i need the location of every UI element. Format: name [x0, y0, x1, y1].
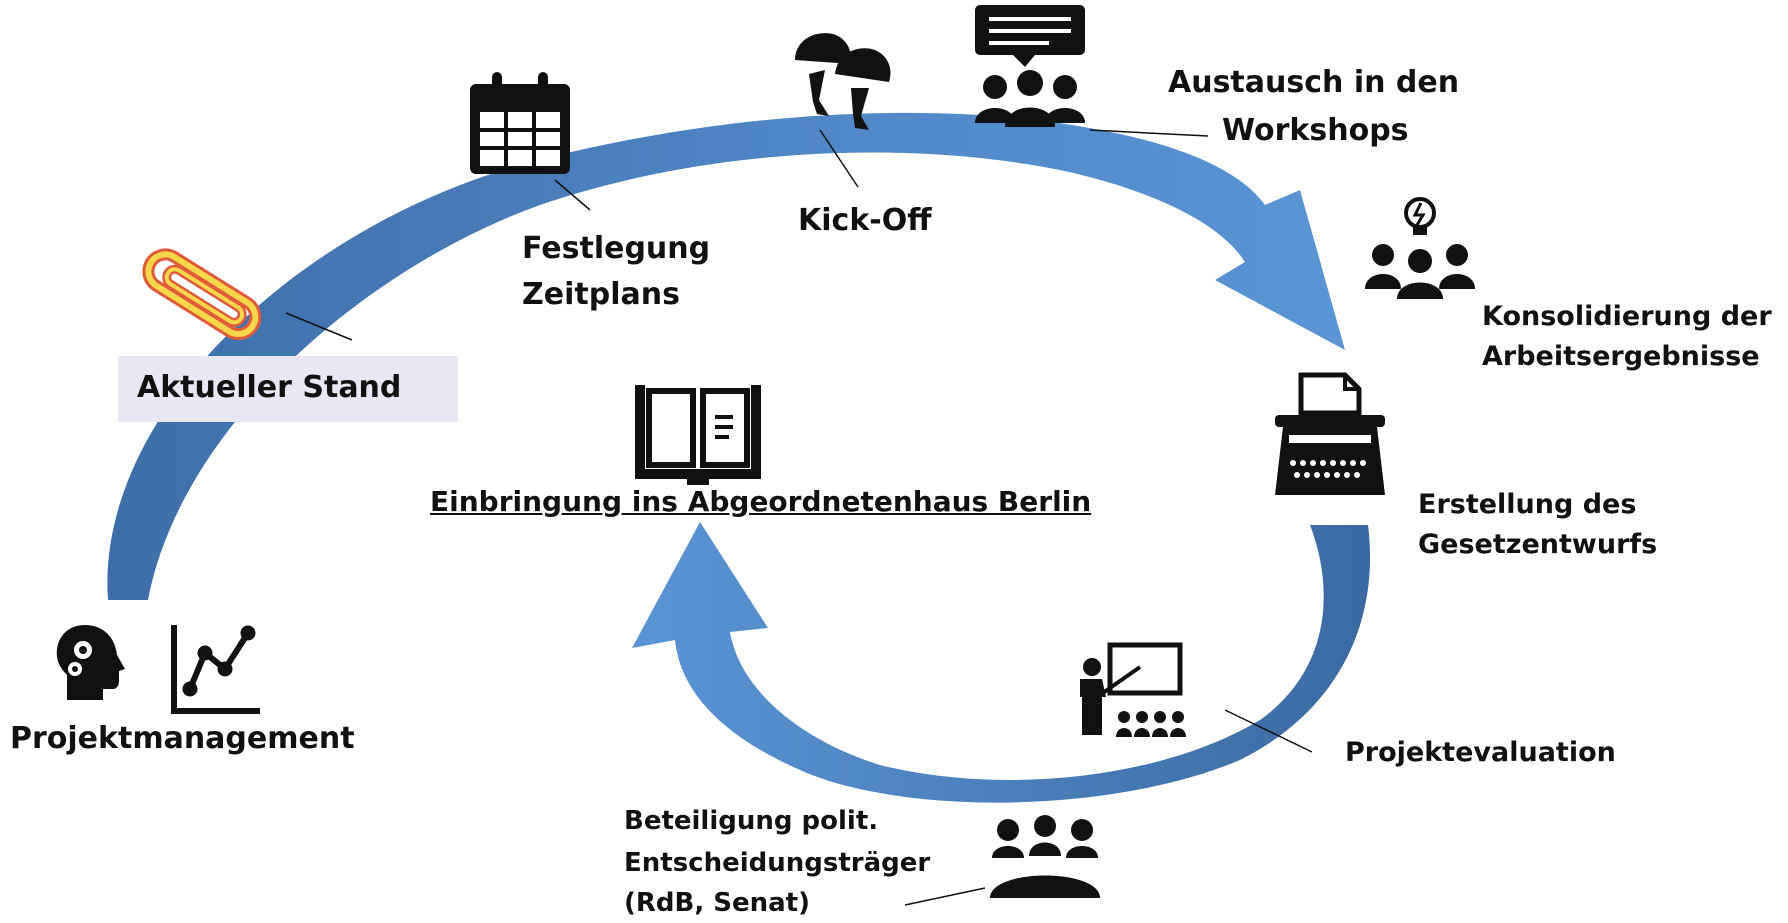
book-icon — [635, 385, 761, 485]
champagne-glasses-icon — [795, 33, 891, 130]
step-label-konsolidierung-1: Konsolidierung der — [1482, 301, 1772, 332]
top-arc-arrow — [107, 112, 1345, 600]
calendar-icon — [470, 72, 570, 174]
leader-lines — [285, 129, 1313, 906]
step-label-beteiligung-2: Entscheidungsträger — [624, 848, 931, 878]
step-label-beteiligung-1: Beteiligung polit. — [624, 806, 879, 836]
step-label-zeitplan-1: Festlegung — [522, 231, 711, 266]
step-label-kickoff: Kick-Off — [798, 203, 932, 238]
current-status-highlight — [118, 356, 458, 422]
meeting-table-icon — [990, 815, 1100, 898]
step-label-projektmanagement: Projektmanagement — [10, 721, 355, 756]
step-label-konsolidierung-2: Arbeitsergebnisse — [1482, 341, 1760, 372]
step-label-zeitplan-2: Zeitplans — [522, 277, 680, 312]
team-idea-icon — [1365, 197, 1475, 299]
line-chart-icon — [171, 625, 260, 714]
typewriter-icon — [1275, 372, 1385, 495]
step-label-workshops-2: Workshops — [1222, 113, 1409, 148]
step-label-gesetzentwurf-2: Gesetzentwurfs — [1418, 529, 1658, 560]
center-title: Einbringung ins Abgeordnetenhaus Berlin — [430, 485, 1092, 518]
step-label-beteiligung-3: (RdB, Senat) — [624, 888, 810, 918]
group-presentation-icon — [975, 5, 1085, 127]
step-label-evaluation: Projektevaluation — [1345, 737, 1616, 768]
head-gears-icon — [56, 625, 125, 700]
paperclip-icon — [142, 248, 262, 340]
step-label-gesetzentwurf-1: Erstellung des — [1418, 489, 1637, 520]
bottom-arc-arrow — [632, 522, 1371, 803]
step-label-aktueller-stand: Aktueller Stand — [137, 370, 402, 405]
teacher-presentation-icon — [1080, 642, 1186, 737]
step-label-workshops-1: Austausch in den — [1168, 65, 1460, 100]
